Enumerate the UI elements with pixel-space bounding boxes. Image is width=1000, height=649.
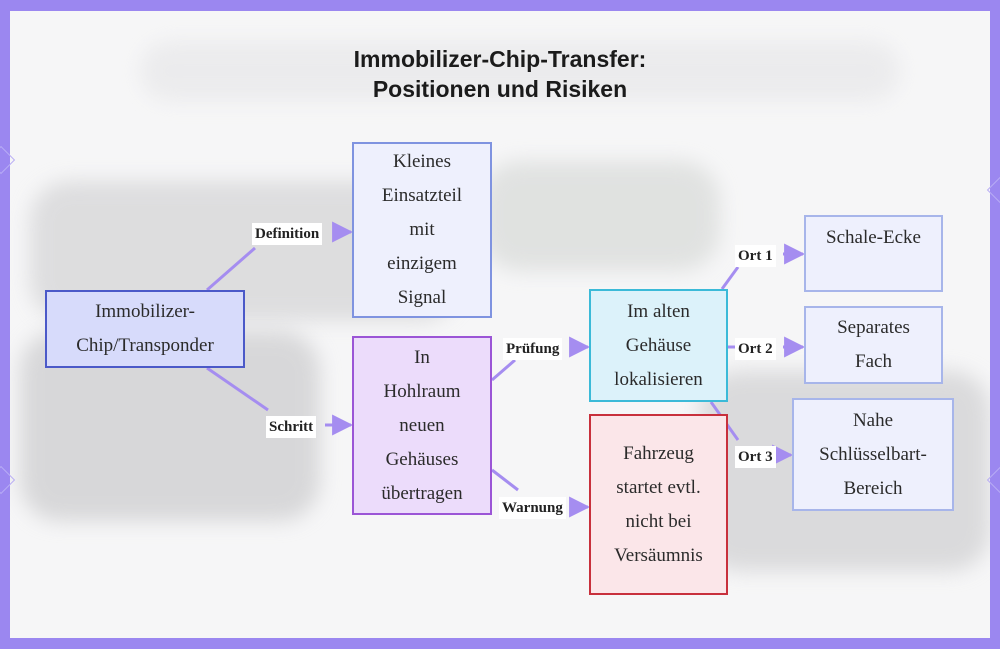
edge-schritt-warnung — [491, 468, 519, 492]
edge-root-schritt — [206, 366, 269, 412]
node-schritt-label: In Hohlraum neuen Gehäuses übertragen — [381, 346, 463, 504]
node-warnung: Fahrzeug startet evtl. nicht bei Versäum… — [589, 414, 728, 595]
background-blur-shape — [140, 41, 900, 101]
edge-pruefung-ort1 — [720, 266, 740, 290]
edge-root-definition — [206, 246, 256, 292]
diagram-title: Immobilizer-Chip-Transfer: Positionen un… — [0, 44, 1000, 104]
background-blur-shape — [480, 161, 720, 271]
node-warnung-label: Fahrzeug startet evtl. nicht bei Versäum… — [614, 442, 703, 566]
edge-label-definition: Definition — [252, 223, 323, 245]
node-pruefung-label: Im alten Gehäuse lokalisieren — [614, 300, 703, 390]
edge-label-ort1: Ort 1 — [735, 245, 776, 267]
edge-label-schritt: Schritt — [266, 416, 317, 438]
edge-label-ort2: Ort 2 — [735, 338, 776, 360]
edge-label-ort3: Ort 3 — [735, 446, 776, 468]
node-definition-label: Kleines Einsatzteil mit einzigem Signal — [381, 151, 463, 308]
node-ort2-label: Separates Fach — [837, 317, 910, 372]
node-root: Immobilizer- Chip/Transponder — [45, 290, 245, 368]
node-ort1: Schale-Ecke — [804, 215, 943, 292]
node-ort3-label: Nahe Schlüsselbart- Bereich — [819, 409, 927, 499]
node-root-label: Immobilizer- Chip/Transponder — [76, 301, 214, 356]
node-ort3: Nahe Schlüsselbart- Bereich — [792, 398, 954, 511]
edge-schritt-pruefung — [491, 358, 516, 382]
title-line-2: Positionen und Risiken — [372, 76, 628, 102]
title-line-1: Immobilizer-Chip-Transfer: — [353, 46, 647, 72]
node-ort2: Separates Fach — [804, 306, 943, 384]
edge-label-warnung: Warnung — [499, 497, 566, 519]
node-definition: Kleines Einsatzteil mit einzigem Signal — [352, 142, 492, 318]
node-ort1-label: Schale-Ecke — [826, 227, 921, 248]
node-pruefung: Im alten Gehäuse lokalisieren — [589, 289, 728, 402]
node-schritt: In Hohlraum neuen Gehäuses übertragen — [352, 336, 492, 515]
edge-label-pruefung: Prüfung — [503, 338, 563, 360]
